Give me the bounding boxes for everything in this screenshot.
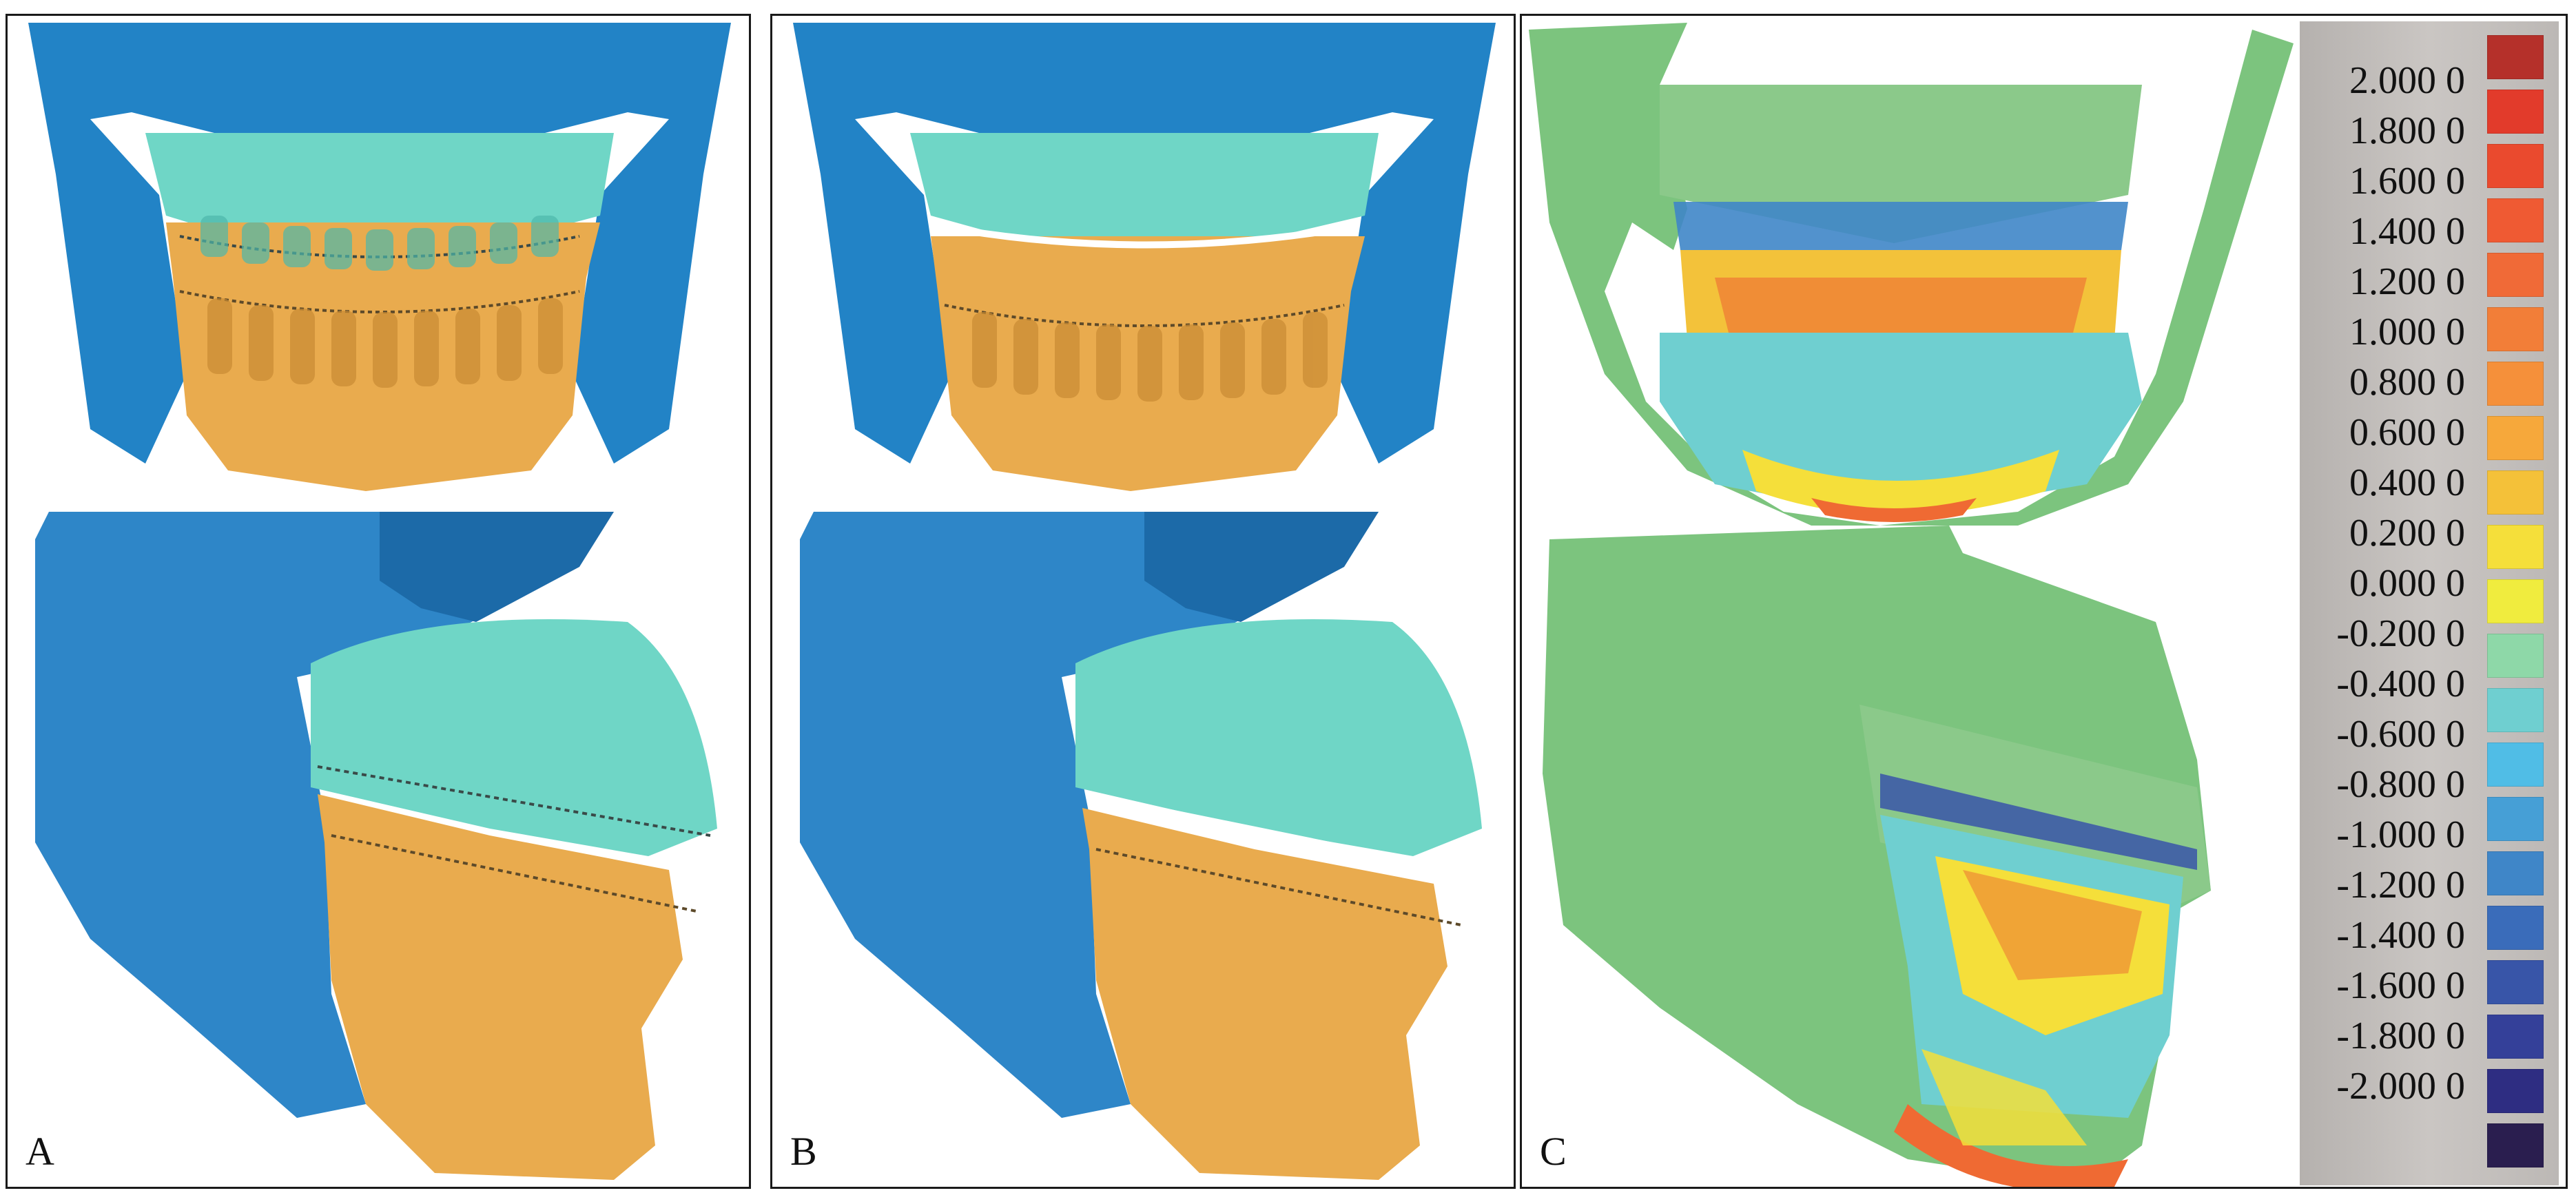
scale-tick-label: -1.800 0 [2336, 1015, 2465, 1057]
panel-label-b: B [790, 1129, 817, 1174]
scale-tick-label: -1.600 0 [2336, 964, 2465, 1007]
color-swatch [2487, 743, 2544, 787]
mandible-lateral [1082, 808, 1447, 1180]
scale-tick-label: -0.800 0 [2336, 763, 2465, 806]
color-scale-legend: 2.000 0 1.800 0 1.600 0 1.400 0 1.200 0 … [2300, 21, 2559, 1185]
jaw-model-after [793, 23, 1496, 1180]
frontal-view [28, 23, 731, 491]
scale-tick-label: -1.000 0 [2336, 813, 2465, 856]
frontal-view [793, 23, 1496, 491]
panel-c: 2.000 0 1.800 0 1.600 0 1.400 0 1.200 0 … [1520, 14, 2568, 1189]
scale-tick-label: -0.200 0 [2336, 612, 2465, 655]
skull-frontal [793, 23, 1496, 464]
scale-tick-label: 1.800 0 [2349, 110, 2465, 152]
mandible-lateral [318, 794, 683, 1180]
scale-tick-label: -2.000 0 [2336, 1065, 2465, 1108]
scale-tick-label: 0.200 0 [2349, 512, 2465, 554]
scale-tick-label: -1.200 0 [2336, 864, 2465, 906]
panel-a: A [6, 14, 751, 1189]
scale-tick-label: 0.600 0 [2349, 411, 2465, 454]
color-swatch [2487, 35, 2544, 79]
scale-tick-label: 0.400 0 [2349, 461, 2465, 504]
scale-tick-label: -1.400 0 [2336, 914, 2465, 957]
lateral-deviation-view [1543, 526, 2211, 1187]
color-swatch [2487, 688, 2544, 732]
scale-tick-label: 1.600 0 [2349, 160, 2465, 203]
color-swatch [2487, 1015, 2544, 1059]
panel-label-a: A [25, 1129, 54, 1174]
panel-b: B [770, 14, 1516, 1189]
maxilla-lateral [1075, 619, 1482, 856]
color-swatch [2487, 579, 2544, 623]
color-swatch [2487, 1123, 2544, 1167]
scale-tick-label: 1.200 0 [2349, 260, 2465, 303]
color-swatch [2487, 470, 2544, 515]
color-swatch [2487, 362, 2544, 406]
color-swatch [2487, 851, 2544, 895]
scale-tick-label: 0.800 0 [2349, 361, 2465, 404]
color-swatch [2487, 634, 2544, 678]
color-swatch [2487, 307, 2544, 351]
scale-tick-label: 1.000 0 [2349, 311, 2465, 353]
scale-tick-label: 2.000 0 [2349, 59, 2465, 102]
color-swatch [2487, 253, 2544, 297]
color-swatch [2487, 198, 2544, 242]
frontal-deviation-view [1529, 23, 2294, 526]
color-swatch [2487, 1069, 2544, 1113]
scale-tick-label: 0.000 0 [2349, 562, 2465, 605]
lateral-view [800, 512, 1482, 1180]
maxilla-lateral [311, 619, 717, 856]
scale-tick-label: 1.400 0 [2349, 210, 2465, 253]
scale-tick-label: -0.600 0 [2336, 713, 2465, 756]
color-swatch [2487, 90, 2544, 134]
color-swatch [2487, 960, 2544, 1004]
color-swatch [2487, 144, 2544, 188]
color-swatch [2487, 416, 2544, 460]
skull-deviation-frontal [1529, 23, 2294, 526]
color-swatch [2487, 906, 2544, 950]
deviation-color-map [1529, 23, 2294, 1187]
skull-frontal [28, 23, 731, 464]
scale-tick-label: -0.400 0 [2336, 663, 2465, 705]
panel-label-c: C [1540, 1129, 1567, 1174]
color-swatch [2487, 797, 2544, 841]
lateral-view [35, 512, 717, 1180]
jaw-model-before [28, 23, 731, 1180]
color-swatch [2487, 525, 2544, 569]
